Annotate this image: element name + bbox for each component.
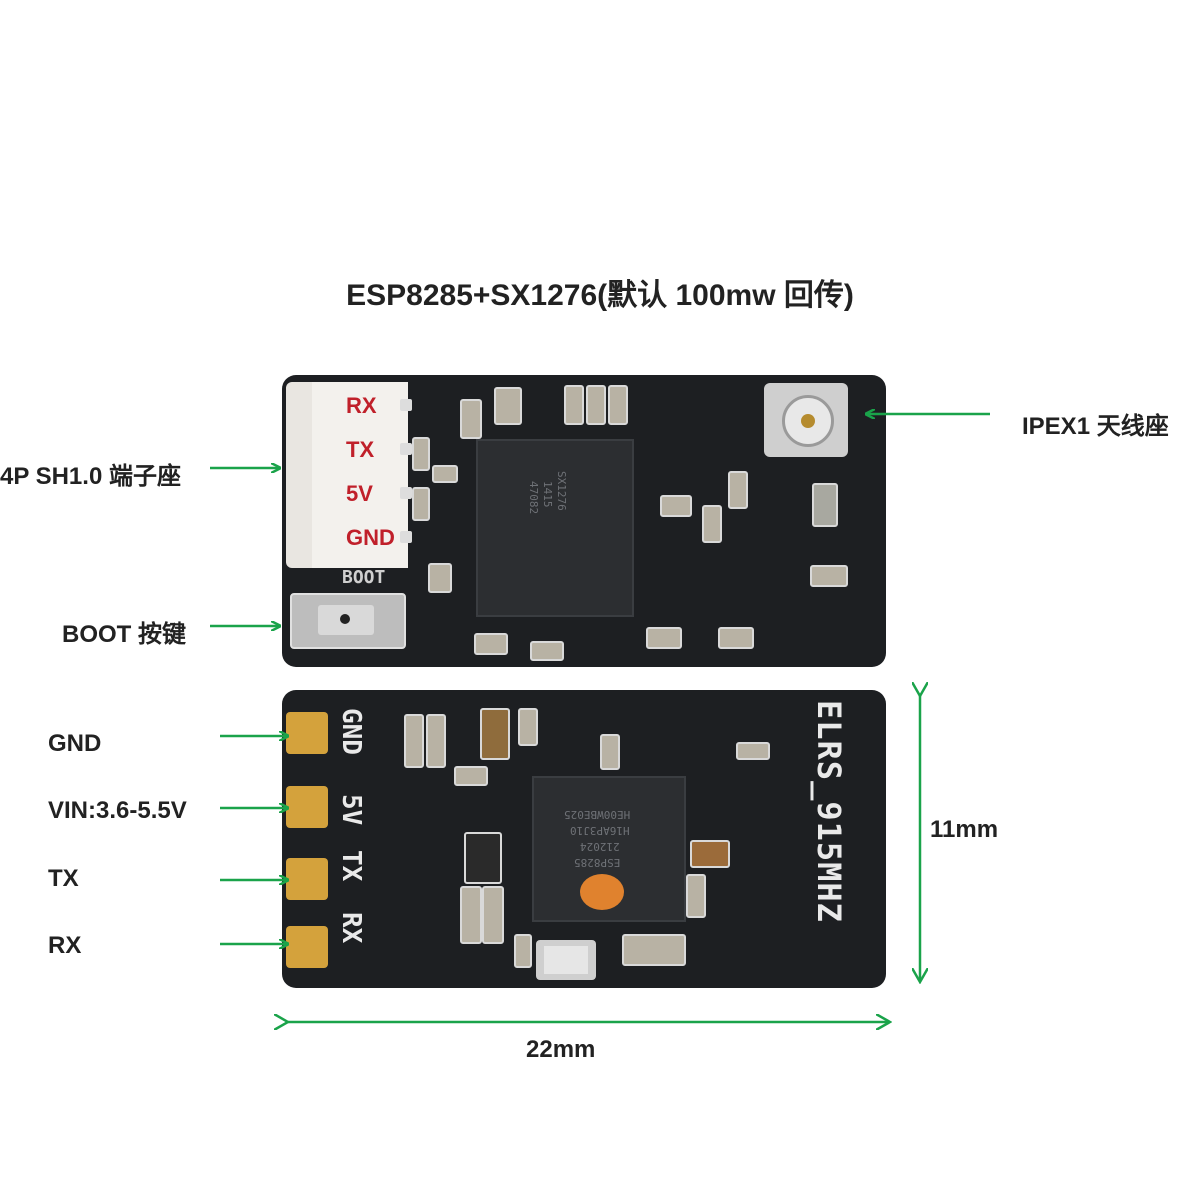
callout-antenna: IPEX1 天线座	[1022, 413, 1169, 440]
top-board: RX TX 5V GND BOOT SX1276 1415 47082	[282, 375, 886, 667]
smd-component	[480, 708, 510, 760]
connector-pin	[400, 531, 412, 543]
silk-label-gnd: GND	[336, 708, 366, 755]
smd-component	[404, 714, 424, 768]
smd-component	[690, 840, 730, 868]
pad-rx	[286, 926, 328, 968]
smd-component	[530, 641, 564, 661]
smd-component	[810, 565, 848, 587]
boot-button-dot	[340, 614, 350, 624]
smd-component	[718, 627, 754, 649]
smd-component	[426, 714, 446, 768]
silk-label-rx: RX	[336, 912, 366, 944]
pad-vin	[286, 786, 328, 828]
smd-component	[600, 734, 620, 770]
smd-component	[812, 483, 838, 527]
pad-tx	[286, 858, 328, 900]
smd-component	[686, 874, 706, 918]
smd-component	[412, 487, 430, 521]
bottom-board: GND 5V TX RX ESP8285 212024 H16AP3J10 HE…	[282, 690, 886, 988]
silk-label-tx: TX	[336, 850, 366, 882]
dimension-height: 11mm	[930, 816, 999, 843]
dimension-width: 22mm	[526, 1036, 596, 1063]
chip-marking-line: HE00WBE025	[564, 808, 631, 821]
smd-component	[518, 708, 538, 746]
connector-body	[312, 382, 408, 568]
pin-label-gnd: GND	[346, 525, 395, 550]
boot-button[interactable]	[290, 593, 406, 649]
smd-component	[608, 385, 628, 425]
crystal-oscillator	[536, 940, 596, 980]
callout-boot-button: BOOT 按键	[62, 621, 186, 648]
smd-component	[586, 385, 606, 425]
smd-component	[428, 563, 452, 593]
smd-component	[464, 832, 502, 884]
page-title: ESP8285+SX1276(默认 100mw 回传)	[346, 279, 854, 312]
smd-component	[460, 886, 482, 944]
chip-marking-line: H16AP3J10	[570, 824, 630, 837]
smd-component	[412, 437, 430, 471]
crystal-body	[544, 946, 588, 974]
smd-component	[460, 399, 482, 439]
boot-silk: BOOT	[342, 567, 386, 588]
smd-component	[622, 934, 686, 966]
callout-connector: 4P SH1.0 端子座	[0, 463, 181, 490]
pin-label-tx: TX	[346, 437, 375, 462]
pad-label-tx: TX	[48, 865, 79, 892]
chip-marking-line: 212024	[580, 840, 620, 853]
chip-marking-line: 1415	[541, 481, 554, 508]
esp8285-chip: ESP8285 212024 H16AP3J10 HE00WBE025	[532, 776, 686, 922]
board-name-silk: ELRS_915MHZ	[810, 700, 848, 923]
ipex-ring	[782, 395, 834, 447]
pad-label-vin: VIN:3.6-5.5V	[48, 797, 187, 824]
pad-label-gnd: GND	[48, 730, 102, 757]
silk-label-5v: 5V	[336, 794, 366, 826]
smd-component	[494, 387, 522, 425]
smd-component	[646, 627, 682, 649]
smd-component	[474, 633, 508, 655]
smd-component	[660, 495, 692, 517]
smd-component	[482, 886, 504, 944]
smd-component	[514, 934, 532, 968]
pin-label-5v: 5V	[346, 481, 373, 506]
connector-pin	[400, 443, 412, 455]
smd-component	[432, 465, 458, 483]
sx1276-chip: SX1276 1415 47082	[476, 439, 634, 617]
chip-marking-line: SX1276	[555, 471, 568, 511]
connector-pin	[400, 487, 412, 499]
espressif-logo	[580, 874, 624, 910]
ipex-antenna-connector	[764, 383, 848, 457]
connector-pin	[400, 399, 412, 411]
pad-label-rx: RX	[48, 932, 82, 959]
smd-component	[736, 742, 770, 760]
chip-marking-line: 47082	[527, 481, 540, 515]
pad-gnd	[286, 712, 328, 754]
pin-label-rx: RX	[346, 393, 377, 418]
chip-marking-line: ESP8285	[574, 856, 621, 869]
smd-component	[702, 505, 722, 543]
ipex-center	[801, 414, 815, 428]
smd-component	[564, 385, 584, 425]
smd-component	[728, 471, 748, 509]
smd-component	[454, 766, 488, 786]
